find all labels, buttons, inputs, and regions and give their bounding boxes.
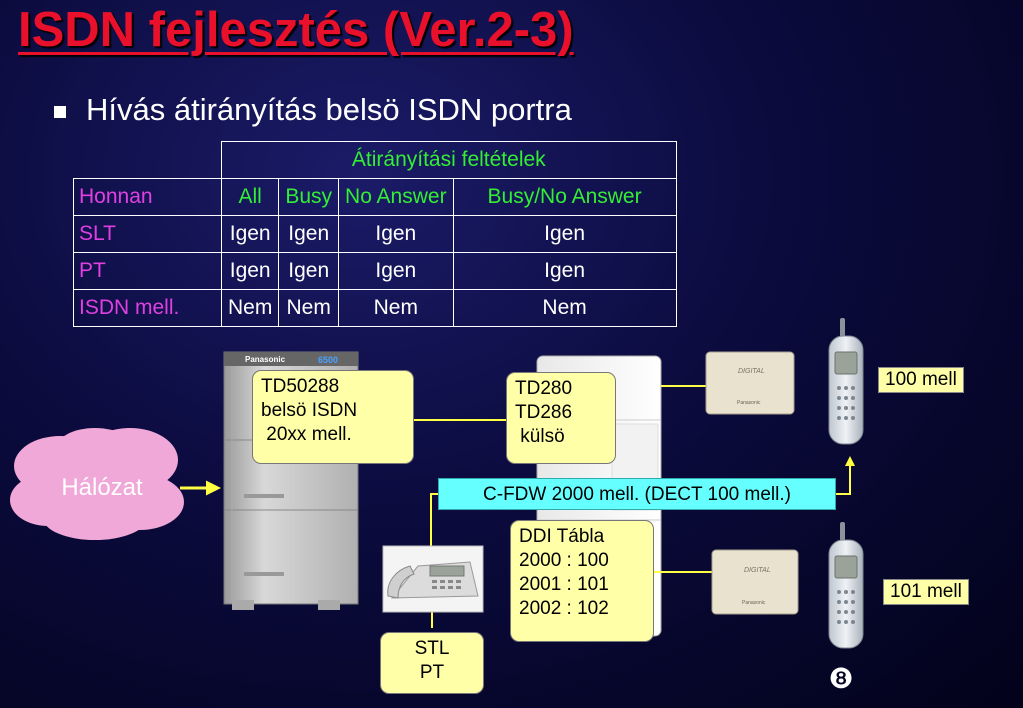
handset-bottom-label: 101 mell — [883, 579, 969, 605]
desk-phone-icon — [383, 546, 483, 612]
base-station-label-top: DIGITAL — [738, 368, 765, 375]
dect-handset-top-icon — [829, 318, 863, 444]
page-marker: ❽ — [826, 664, 856, 694]
connector-cfdw-handset — [836, 458, 850, 494]
cfdw-label: C-FDW 2000 mell. (DECT 100 mell.) — [438, 478, 836, 510]
stl-pt-callout: STL PT — [380, 632, 484, 694]
base-station-label-bottom: DIGITAL — [744, 567, 771, 574]
td280-callout: TD280 TD286 külsö — [506, 372, 616, 464]
ddi-table-callout: DDI Tábla 2000 : 100 2001 : 101 2002 : 1… — [510, 520, 654, 642]
pbx-model-label: 6500 — [318, 355, 338, 365]
dect-base-station-top: DIGITAL Panasonic — [706, 352, 794, 414]
base-station-brand-bottom: Panasonic — [742, 600, 766, 606]
td50288-callout: TD50288 belsö ISDN 20xx mell. — [252, 370, 414, 464]
handset-top-label: 100 mell — [878, 367, 964, 393]
dect-base-station-bottom: DIGITAL Panasonic — [712, 550, 798, 614]
network-label: Hálózat — [42, 474, 162, 502]
base-station-brand-top: Panasonic — [737, 400, 761, 406]
dect-handset-bottom-icon — [829, 522, 863, 648]
pbx-brand-label: Panasonic — [245, 355, 286, 364]
connector-stl-cfdw — [431, 494, 438, 548]
